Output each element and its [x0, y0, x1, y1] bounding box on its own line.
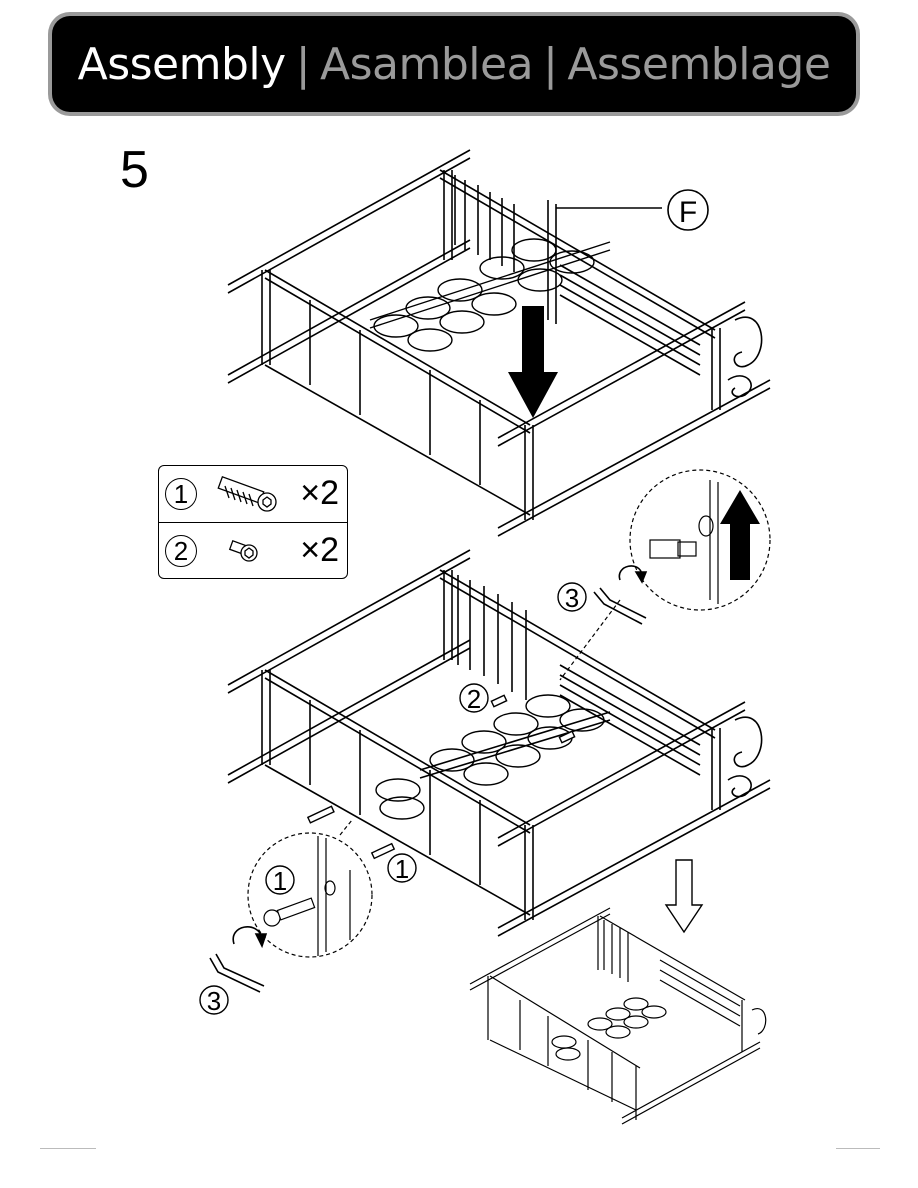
short-bolt-icon: [225, 533, 265, 569]
detail-zoom-bottom: [248, 820, 372, 957]
callout-3-bottom: 3: [207, 986, 221, 1016]
part-number-2: 2: [165, 535, 197, 567]
bolt-icons-middle: [308, 695, 575, 858]
down-arrow-icon: [508, 306, 558, 418]
callout-f-label: F: [679, 196, 697, 229]
rotation-arrow-icon-bottom: [233, 927, 266, 946]
bolt-1-detail-icon: [264, 898, 315, 926]
part-quantity-1: ×2: [300, 474, 339, 513]
footer-rule-left: [40, 1148, 96, 1149]
callout-3-top: 3: [565, 583, 579, 613]
hollow-down-arrow-icon: [666, 860, 702, 932]
callout-2-middle: 2: [467, 684, 481, 714]
parts-row-1: 1 ×2: [159, 466, 347, 522]
footer-rule-right: [836, 1148, 880, 1149]
rotation-arrow-icon-top: [619, 566, 646, 582]
part-number-1: 1: [165, 478, 197, 510]
up-arrow-icon: [720, 490, 760, 580]
hex-key-icon-top: [594, 588, 646, 624]
frame-completed-drawing: [470, 908, 766, 1124]
callout-1-middle: 1: [395, 854, 409, 884]
long-bolt-icon: [215, 474, 283, 514]
parts-row-2: 2 ×2: [159, 522, 347, 579]
part-quantity-2: ×2: [300, 531, 339, 570]
callout-1-detail: 1: [273, 866, 287, 896]
parts-list-box: 1 ×2 2 ×2: [158, 465, 348, 579]
